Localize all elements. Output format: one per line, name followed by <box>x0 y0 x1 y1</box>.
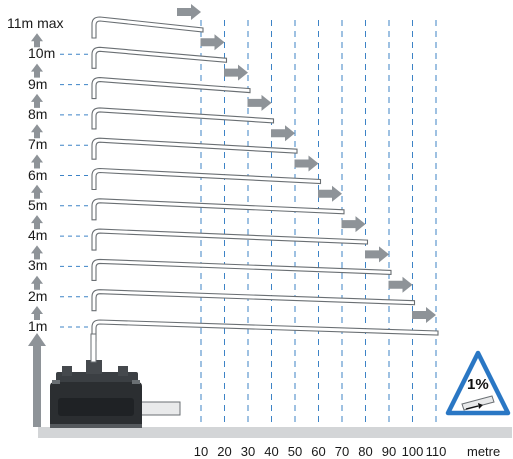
flow-arrows <box>177 4 436 323</box>
height-label: 8m <box>28 105 48 122</box>
height-label: 6m <box>28 166 48 183</box>
flow-arrow-icon <box>200 34 225 51</box>
height-step-arrow-icon <box>31 33 43 48</box>
distance-label: 100 <box>401 444 424 459</box>
pipe-run <box>91 228 369 251</box>
height-step-arrows <box>31 33 43 320</box>
flow-arrow-icon <box>177 4 201 20</box>
flow-arrow-icon <box>318 185 342 202</box>
height-label: 11m max <box>7 15 64 31</box>
pipe-run <box>91 289 416 312</box>
height-step-arrow-icon <box>31 93 43 108</box>
distance-label: 70 <box>334 444 350 459</box>
ground-strip <box>38 427 512 438</box>
slope-percent-label: 1% <box>467 376 489 393</box>
pipe-run <box>91 16 204 39</box>
distance-label: 110 <box>425 444 447 459</box>
distance-label: 60 <box>311 444 326 459</box>
flow-arrow-icon <box>365 246 389 263</box>
pipe-runs <box>60 16 439 342</box>
pipe-run <box>91 137 298 160</box>
distance-label: 30 <box>240 444 256 459</box>
height-label: 5m <box>28 196 48 213</box>
height-arrow-icon <box>28 333 46 427</box>
height-label: 1m <box>28 318 48 334</box>
distance-label: 40 <box>264 444 279 459</box>
height-step-arrow-icon <box>31 245 43 260</box>
height-label: 9m <box>28 75 48 92</box>
flow-arrow-icon <box>247 94 272 111</box>
height-label: 4m <box>28 227 48 244</box>
distance-label: 50 <box>287 444 303 459</box>
height-label: 10m <box>28 45 56 62</box>
pipe-run <box>91 46 228 69</box>
flow-arrow-icon <box>224 64 248 81</box>
distance-gridlines <box>200 20 437 425</box>
pipe-run <box>91 77 251 100</box>
pipe-run <box>91 258 392 281</box>
height-step-arrow-icon <box>31 215 43 230</box>
height-step-arrow-icon <box>31 184 43 199</box>
slope-warning-icon <box>445 350 511 416</box>
outlet-pipe <box>135 400 181 417</box>
distance-label: 80 <box>358 444 373 459</box>
flow-arrow-icon <box>271 125 295 142</box>
pump-unit-icon <box>50 333 142 428</box>
flow-arrow-icon <box>341 216 366 233</box>
distance-label: 90 <box>381 444 397 459</box>
pipe-run <box>91 107 275 130</box>
distance-unit-label: metre <box>467 444 501 459</box>
distance-label: 10 <box>193 444 209 459</box>
pipe-run <box>91 319 439 342</box>
flow-arrow-icon <box>388 276 413 293</box>
height-step-arrow-icon <box>31 275 43 290</box>
height-label: 7m <box>28 136 48 153</box>
height-step-arrow-icon <box>31 124 43 139</box>
height-step-arrow-icon <box>31 63 43 78</box>
flow-arrow-icon <box>294 155 319 172</box>
height-step-arrow-icon <box>31 306 43 320</box>
flow-arrow-icon <box>412 307 436 323</box>
height-label: 2m <box>28 287 48 304</box>
pipe-run <box>91 198 345 221</box>
height-label: 3m <box>28 257 48 274</box>
pipe-run <box>91 167 322 191</box>
distance-label: 20 <box>217 444 232 459</box>
height-step-arrow-icon <box>31 154 43 169</box>
